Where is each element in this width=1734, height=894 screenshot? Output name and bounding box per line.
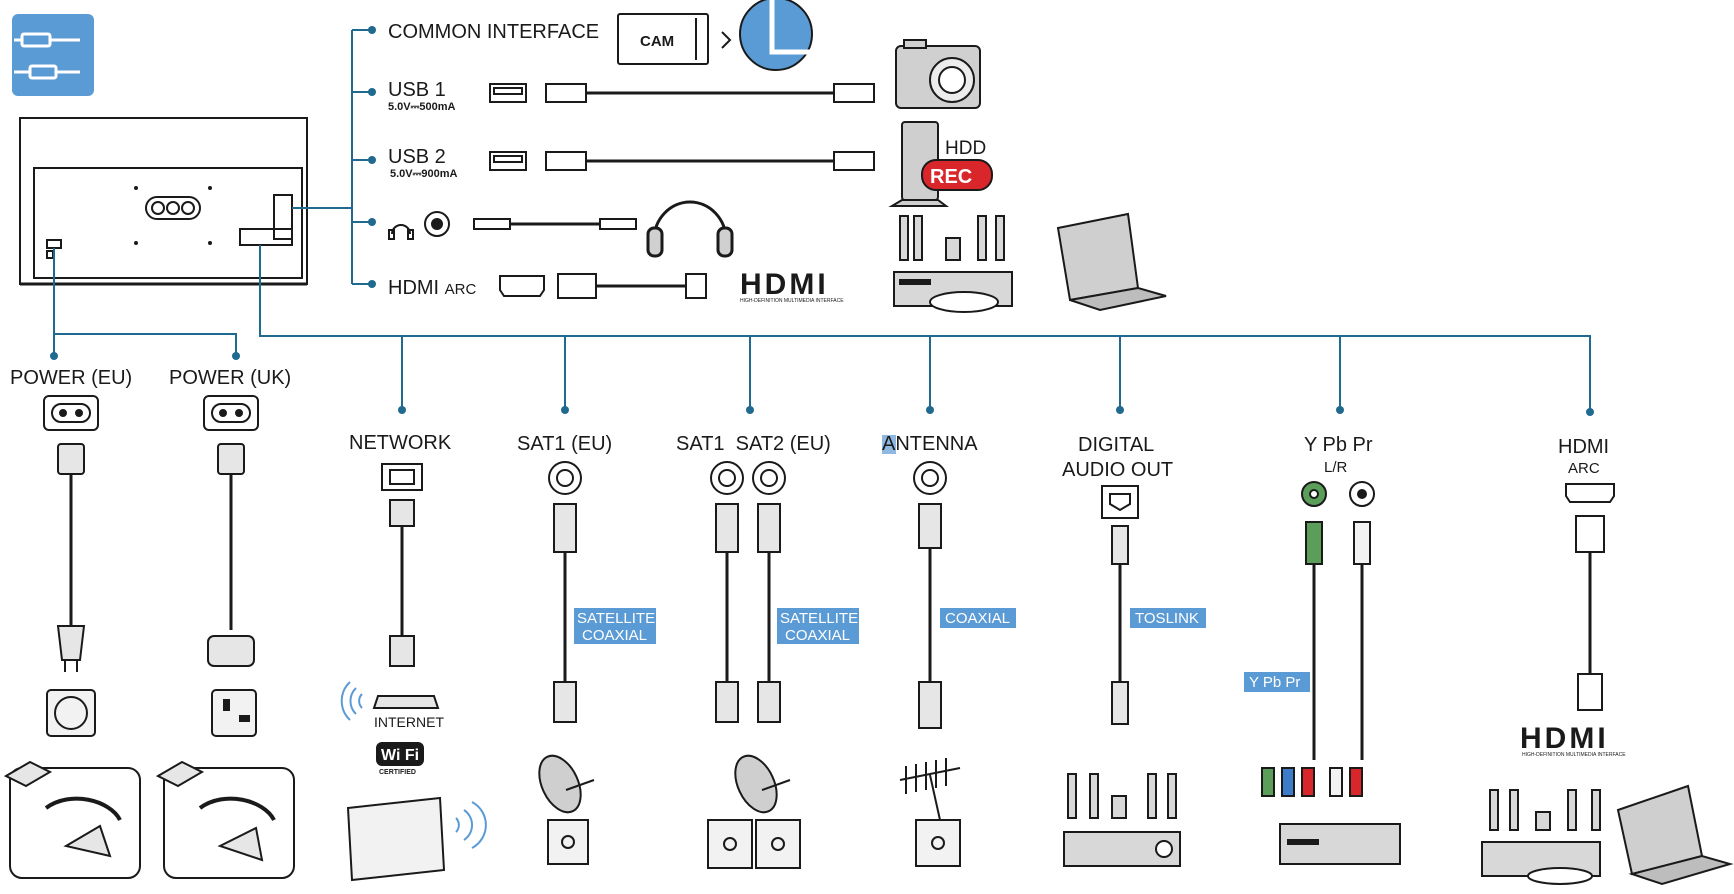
router-icon bbox=[340, 681, 440, 721]
antenna-tag: COAXIAL bbox=[945, 610, 1010, 627]
usb1-cable-icon bbox=[489, 83, 875, 103]
hdmi-bottom-cable-icon bbox=[1565, 483, 1615, 711]
power-uk-box-icon bbox=[155, 760, 295, 879]
wifi-certified: CERTIFIED bbox=[379, 769, 416, 776]
lr-label: L/R bbox=[1324, 459, 1348, 476]
sat1-eu-label: SAT1 (EU) bbox=[517, 433, 612, 455]
toslink-cable-icon bbox=[1101, 485, 1139, 725]
digital-audio-label-2: AUDIO OUT bbox=[1062, 459, 1173, 481]
power-uk-cable-icon bbox=[203, 395, 259, 737]
home-theater-bottom-icon bbox=[1481, 789, 1601, 885]
network-label: NETWORK bbox=[349, 432, 452, 454]
power-uk-label: POWER (UK) bbox=[169, 367, 291, 389]
common-interface-label: COMMON INTERFACE bbox=[388, 21, 599, 43]
usb1-label: USB 1 bbox=[388, 79, 446, 101]
digital-audio-label-1: DIGITAL bbox=[1078, 434, 1154, 456]
hdmi-bottom-arc: ARC bbox=[1568, 460, 1600, 477]
ypbpr-jack-icon bbox=[1301, 481, 1375, 507]
hdmi-logo-bottom-sub: HIGH-DEFINITION MULTIMEDIA INTERFACE bbox=[1522, 752, 1626, 758]
tv-wireless-icon bbox=[346, 796, 487, 882]
internet-label: INTERNET bbox=[374, 714, 444, 730]
cam-label: CAM bbox=[640, 33, 674, 50]
satellite-dish-icon bbox=[538, 754, 595, 865]
antenna-icon bbox=[899, 758, 961, 867]
tv-back-panel bbox=[19, 117, 308, 286]
hdmi-arc-label: HDMI ARC bbox=[388, 277, 477, 299]
usb1-spec: 5.0V⎓500mA bbox=[388, 101, 456, 113]
ypbpr-tag: Y Pb Pr bbox=[1249, 674, 1300, 691]
ypbpr-cable-icon bbox=[1261, 521, 1371, 797]
connections-icon bbox=[12, 14, 94, 96]
hdd-icon bbox=[888, 121, 993, 207]
home-theater-icon bbox=[893, 215, 1013, 313]
hdd-label: HDD bbox=[945, 138, 986, 159]
dual-satellite-dish-icon bbox=[707, 754, 801, 869]
ypbpr-label: Y Pb Pr bbox=[1304, 434, 1373, 456]
wifi-logo: Wi Fi bbox=[381, 747, 419, 764]
connection-lines bbox=[53, 29, 1591, 412]
hdmi-bottom-label: HDMI bbox=[1558, 436, 1609, 458]
sat1-tag-line2: COAXIAL bbox=[582, 627, 647, 644]
headphones-icon bbox=[646, 200, 734, 258]
sat1-tag-line1: SATELLITE bbox=[577, 610, 655, 627]
cam-module bbox=[617, 0, 813, 71]
antenna-cable-icon bbox=[913, 461, 947, 729]
sat2-tag-line1: SATELLITE bbox=[780, 610, 858, 627]
sat1-sat2-label: SAT1 SAT2 (EU) bbox=[676, 433, 831, 455]
sat2-tag-line2: COAXIAL bbox=[785, 627, 850, 644]
hdmi-logo-top-sub: HIGH-DEFINITION MULTIMEDIA INTERFACE bbox=[740, 298, 844, 304]
laptop-icon bbox=[1056, 212, 1167, 312]
hdmi-logo-top: HDMI bbox=[740, 268, 829, 301]
usb2-label: USB 2 bbox=[388, 146, 446, 168]
rec-label: REC bbox=[930, 166, 972, 188]
camera-icon bbox=[895, 39, 981, 109]
power-eu-cable-icon bbox=[43, 395, 99, 737]
headphone-jack-icon bbox=[388, 211, 637, 240]
video-device-icon bbox=[1279, 823, 1401, 865]
soundbar-receiver-icon bbox=[1063, 773, 1181, 867]
sat1-sat2-cable-icon bbox=[710, 461, 786, 723]
laptop-bottom-icon bbox=[1616, 784, 1734, 886]
hdmi-top-cable-icon bbox=[499, 273, 707, 299]
antenna-label: ANTENNA bbox=[882, 433, 978, 455]
power-eu-label: POWER (EU) bbox=[10, 367, 132, 389]
toslink-tag: TOSLINK bbox=[1135, 610, 1199, 627]
usb2-cable-icon bbox=[489, 151, 875, 171]
sat1-cable-icon bbox=[548, 461, 582, 723]
usb2-spec: 5.0V⎓900mA bbox=[390, 168, 458, 180]
power-eu-box-icon bbox=[3, 760, 141, 879]
hdmi-logo-bottom: HDMI bbox=[1520, 722, 1609, 755]
ethernet-cable-icon bbox=[381, 463, 423, 667]
